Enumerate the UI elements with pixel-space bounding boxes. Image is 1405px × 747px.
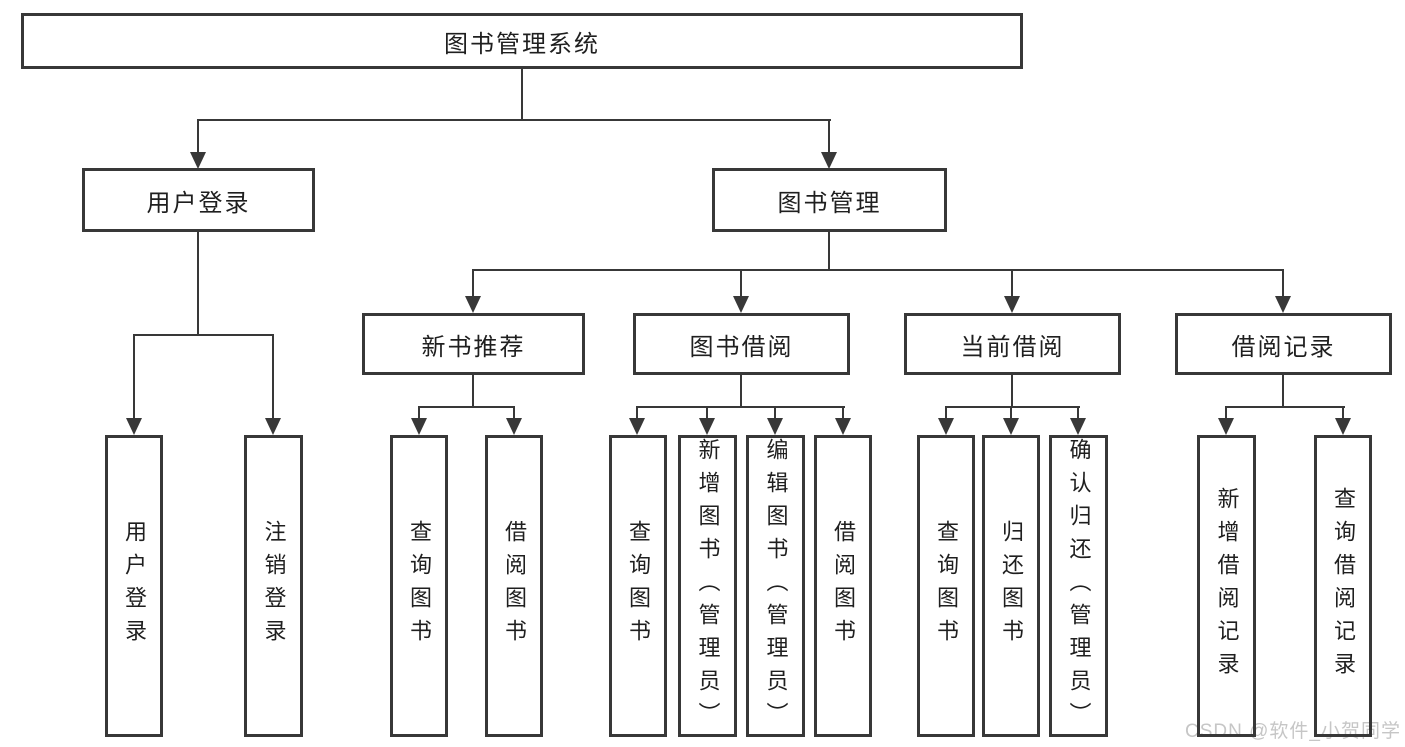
node-current-borrow: 当前借阅 — [904, 313, 1121, 375]
connector-book-mgmt-stem — [828, 232, 830, 270]
leaf-edit-books-admin-label: 编辑图书（管理员） — [763, 437, 789, 735]
connector-to-leaf — [1342, 406, 1344, 419]
connector-split — [418, 406, 515, 408]
arrow-down-icon — [699, 418, 715, 435]
leaf-add-borrow-record-label: 新增借阅记录 — [1214, 487, 1240, 685]
connector-to-leaf — [133, 334, 135, 419]
leaf-borrow-books-1: 借阅图书 — [485, 435, 543, 737]
connector-to-leaf — [272, 334, 274, 419]
leaf-logout-label: 注销登录 — [261, 520, 287, 652]
arrow-down-icon — [629, 418, 645, 435]
leaf-add-borrow-record: 新增借阅记录 — [1197, 435, 1256, 737]
connector-to-leaf — [1010, 406, 1012, 419]
connector-to-user-login — [197, 119, 199, 153]
node-root: 图书管理系统 — [21, 13, 1023, 69]
connector-section-stem — [472, 375, 474, 407]
leaf-edit-books-admin: 编辑图书（管理员） — [746, 435, 805, 737]
connector-to-leaf — [774, 406, 776, 419]
connector-root-split — [197, 119, 831, 121]
leaf-query-books-1-label: 查询图书 — [407, 520, 432, 652]
connector-book-mgmt-split — [472, 269, 1284, 271]
node-borrow-records: 借阅记录 — [1175, 313, 1392, 375]
node-new-book-recommend: 新书推荐 — [362, 313, 585, 375]
arrow-down-icon — [126, 418, 142, 435]
node-user-login-label: 用户登录 — [146, 189, 251, 217]
leaf-confirm-return-admin: 确认归还（管理员） — [1049, 435, 1108, 737]
connector-split — [1225, 406, 1345, 408]
node-user-login: 用户登录 — [82, 168, 315, 232]
node-root-label: 图书管理系统 — [444, 30, 600, 58]
leaf-borrow-books-2-label: 借阅图书 — [831, 520, 856, 652]
arrow-down-icon — [767, 418, 783, 435]
leaf-query-borrow-record-label: 查询借阅记录 — [1331, 487, 1356, 685]
leaf-user-login: 用户登录 — [105, 435, 163, 737]
connector-to-leaf — [636, 406, 638, 419]
leaf-query-books-3-label: 查询图书 — [934, 520, 959, 652]
arrow-down-icon — [733, 296, 749, 313]
arrow-down-icon — [1070, 418, 1086, 435]
leaf-add-books-admin-label: 新增图书（管理员） — [695, 437, 721, 735]
connector-section-stem — [740, 375, 742, 407]
node-book-management: 图书管理 — [712, 168, 947, 232]
arrow-down-icon — [506, 418, 522, 435]
leaf-add-books-admin: 新增图书（管理员） — [678, 435, 737, 737]
arrow-down-icon — [938, 418, 954, 435]
connector-to-leaf — [706, 406, 708, 419]
connector-to-leaf — [842, 406, 844, 419]
node-borrow-records-label: 借阅记录 — [1231, 333, 1336, 361]
connector-to-leaf — [418, 406, 420, 419]
arrow-down-icon — [265, 418, 281, 435]
connector-to-section — [740, 269, 742, 297]
node-current-borrow-label: 当前借阅 — [960, 333, 1065, 361]
connector-to-section — [1282, 269, 1284, 297]
connector-user-login-split — [133, 334, 274, 336]
leaf-query-borrow-record: 查询借阅记录 — [1314, 435, 1372, 737]
leaf-borrow-books-1-label: 借阅图书 — [502, 520, 527, 652]
connector-to-book-mgmt — [828, 119, 830, 153]
node-book-borrow: 图书借阅 — [633, 313, 850, 375]
connector-section-stem — [1282, 375, 1284, 407]
arrow-down-icon — [190, 152, 206, 169]
arrow-down-icon — [821, 152, 837, 169]
leaf-user-login-label: 用户登录 — [122, 520, 147, 652]
connector-section-stem — [1011, 375, 1013, 407]
arrow-down-icon — [465, 296, 481, 313]
node-new-book-recommend-label: 新书推荐 — [421, 333, 526, 361]
arrow-down-icon — [1335, 418, 1351, 435]
node-book-borrow-label: 图书借阅 — [689, 333, 794, 361]
leaf-return-books-label: 归还图书 — [999, 520, 1024, 652]
connector-to-leaf — [513, 406, 515, 419]
arrow-down-icon — [1275, 296, 1291, 313]
arrow-down-icon — [1004, 296, 1020, 313]
arrow-down-icon — [1218, 418, 1234, 435]
connector-to-section — [1011, 269, 1013, 297]
node-book-management-label: 图书管理 — [777, 189, 882, 217]
leaf-query-books-2-label: 查询图书 — [626, 520, 651, 652]
csdn-watermark: CSDN @软件_小贺同学 — [1185, 721, 1401, 742]
connector-user-login-stem — [197, 232, 199, 335]
leaf-return-books: 归还图书 — [982, 435, 1040, 737]
connector-split — [636, 406, 845, 408]
leaf-query-books-3: 查询图书 — [917, 435, 975, 737]
connector-to-leaf — [945, 406, 947, 419]
leaf-borrow-books-2: 借阅图书 — [814, 435, 872, 737]
connector-to-leaf — [1077, 406, 1079, 419]
connector-root-stem — [521, 69, 523, 119]
connector-to-leaf — [1225, 406, 1227, 419]
connector-split — [945, 406, 1080, 408]
connector-to-section — [472, 269, 474, 297]
leaf-confirm-return-admin-label: 确认归还（管理员） — [1066, 437, 1092, 735]
arrow-down-icon — [835, 418, 851, 435]
leaf-query-books-1: 查询图书 — [390, 435, 448, 737]
arrow-down-icon — [411, 418, 427, 435]
leaf-logout: 注销登录 — [244, 435, 303, 737]
arrow-down-icon — [1003, 418, 1019, 435]
leaf-query-books-2: 查询图书 — [609, 435, 667, 737]
